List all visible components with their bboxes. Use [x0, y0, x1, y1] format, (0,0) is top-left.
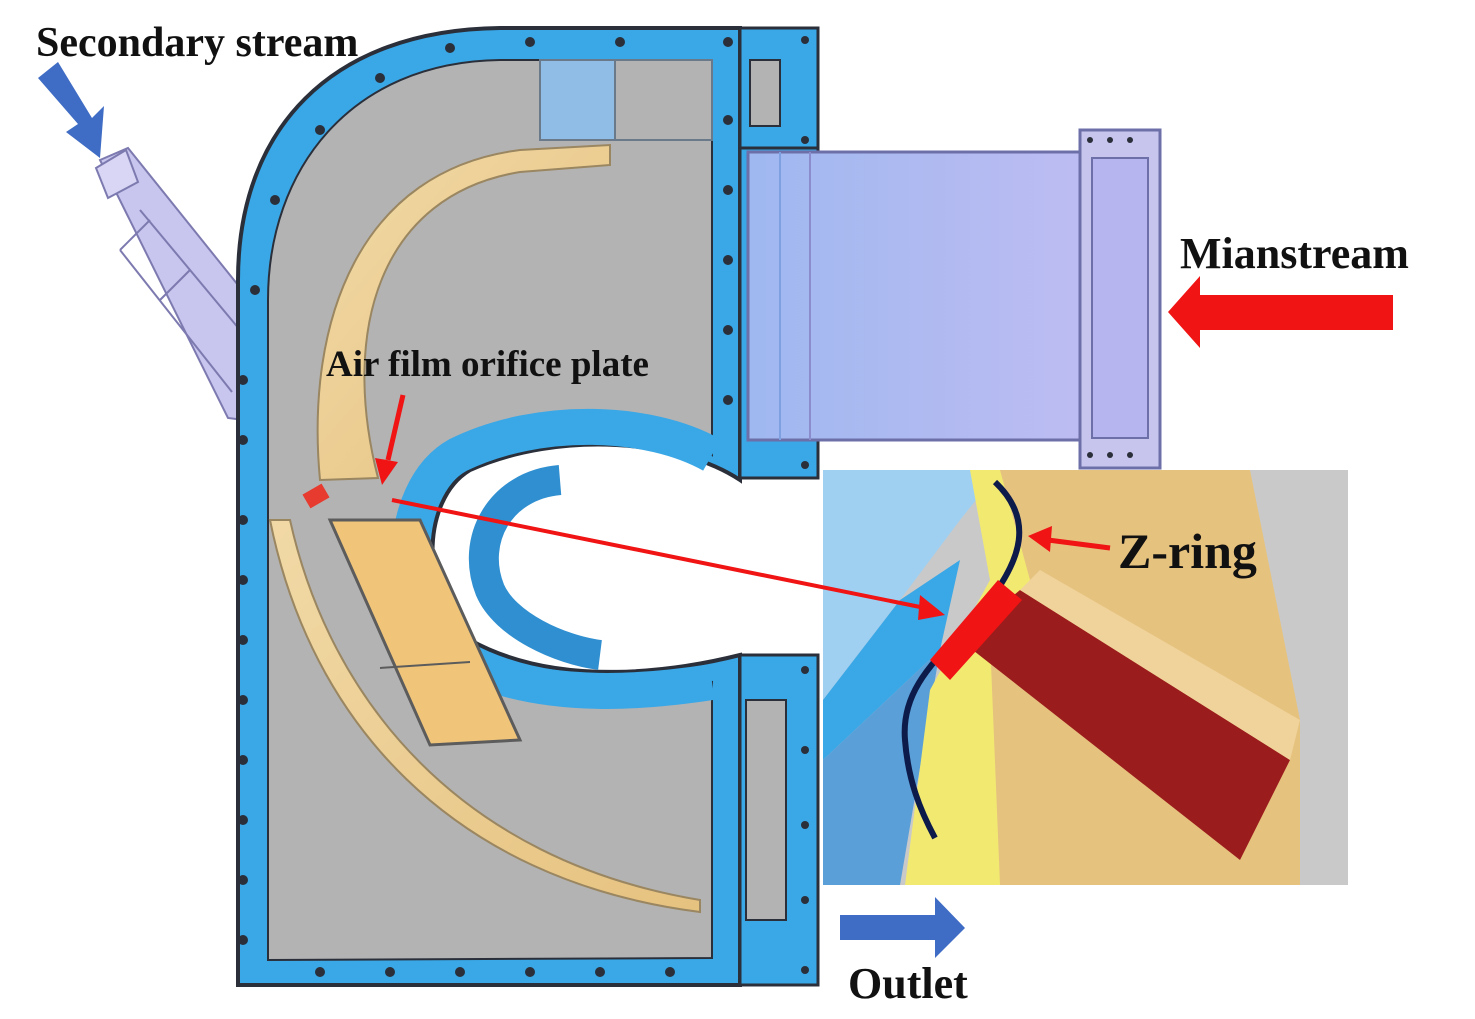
- z-ring-label: Z-ring: [1118, 523, 1257, 579]
- orifice-pointer-arrow: [375, 394, 406, 485]
- outlet-label: Outlet: [848, 959, 968, 1008]
- combustor-liner: [268, 143, 701, 914]
- secondary-stream-label: Secondary stream: [36, 20, 359, 66]
- z-ring-detail-inset: [391, 470, 1348, 885]
- mainstream-duct: [746, 128, 1162, 470]
- orifice-plate-label: Air film orifice plate: [326, 344, 649, 385]
- mainstream-label: Mianstream: [1180, 229, 1409, 278]
- secondary-stream-arrow: [38, 62, 104, 158]
- bolts: [238, 36, 1133, 977]
- z-ring-pointer-arrow: [1028, 526, 1111, 552]
- secondary-inlet-pipe: [94, 146, 252, 422]
- outlet-arrow: [840, 897, 965, 958]
- mainstream-arrow: [1168, 276, 1393, 348]
- lower-right-flange: [738, 653, 820, 987]
